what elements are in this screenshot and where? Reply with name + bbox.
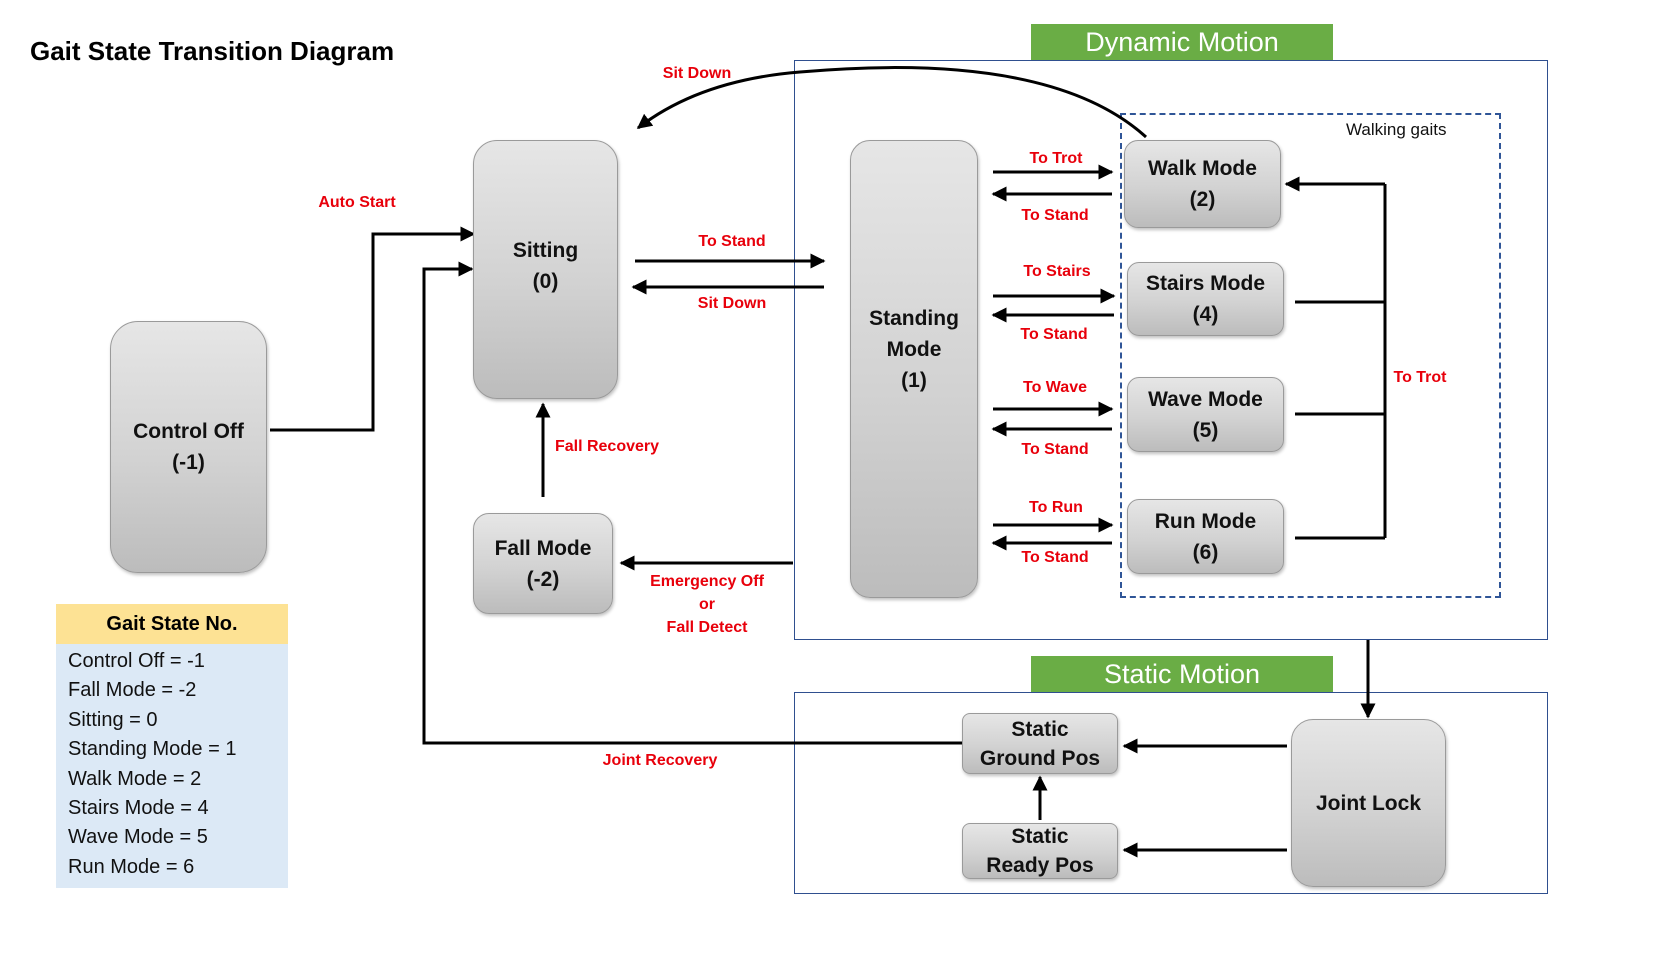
node-stairs-num: (4) xyxy=(1192,303,1219,326)
node-static-ready-name2: Ready Pos xyxy=(986,854,1094,877)
label-sit-down-main: Sit Down xyxy=(697,295,767,312)
label-sit-down-top: Sit Down xyxy=(662,65,732,82)
node-static-ready-name: Static xyxy=(1011,825,1069,848)
diagram-title: Gait State Transition Diagram xyxy=(30,36,395,66)
node-run-name: Run Mode xyxy=(1154,509,1257,533)
label-emergency-off: Emergency Off xyxy=(650,573,764,590)
node-sitting-num: (0) xyxy=(532,270,559,293)
label-to-stand-run: To Stand xyxy=(1021,549,1089,566)
node-static-ready-pos: Static Ready Pos xyxy=(962,823,1118,879)
node-fall-mode-num: (-2) xyxy=(526,567,560,591)
node-standing-num: (1) xyxy=(901,368,927,392)
legend-item: Walk Mode = 2 xyxy=(68,767,202,790)
node-fall-mode: Fall Mode (-2) xyxy=(473,513,613,614)
node-walk-name: Walk Mode xyxy=(1148,157,1257,180)
label-to-stand-wave: To Stand xyxy=(1021,441,1089,458)
node-fall-mode-name: Fall Mode xyxy=(494,536,592,560)
legend-item: Control Off = -1 xyxy=(68,650,205,672)
node-wave-num: (5) xyxy=(1192,418,1219,442)
node-wave-mode: Wave Mode (5) xyxy=(1127,377,1284,452)
label-or: or xyxy=(699,596,715,613)
legend-item: Wave Mode = 5 xyxy=(68,826,208,849)
legend-item: Standing Mode = 1 xyxy=(68,738,237,761)
dynamic-motion-frame xyxy=(794,60,1548,640)
node-control-off-name: Control Off xyxy=(133,420,244,443)
node-walk-mode: Walk Mode (2) xyxy=(1124,140,1281,228)
node-control-off: Control Off (-1) xyxy=(110,321,267,573)
node-stairs-mode: Stairs Mode (4) xyxy=(1127,262,1284,336)
legend-item: Run Mode = 6 xyxy=(68,855,195,878)
node-standing-name: Standing xyxy=(869,306,959,330)
static-motion-banner: Static Motion xyxy=(1031,656,1333,692)
dynamic-motion-banner: Dynamic Motion xyxy=(1031,24,1333,60)
node-sitting: Sitting (0) xyxy=(473,140,618,399)
legend-list: Control Off = -1 Fall Mode = -2 Sitting … xyxy=(56,644,288,888)
arrow-sit-down-curve xyxy=(636,66,1148,139)
node-run-num: (6) xyxy=(1192,540,1219,564)
label-fall-detect: Fall Detect xyxy=(666,619,748,636)
node-static-ground-name: Static xyxy=(1011,717,1069,741)
arrow-joint-recovery xyxy=(422,261,962,745)
node-walk-num: (2) xyxy=(1189,188,1216,211)
label-to-run: To Run xyxy=(1029,499,1083,516)
walking-gaits-label: Walking gaits xyxy=(1346,120,1447,139)
node-standing-mode: Standing Mode (1) xyxy=(850,140,978,598)
label-joint-recovery: Joint Recovery xyxy=(602,752,718,769)
node-sitting-name: Sitting xyxy=(512,239,579,262)
walking-gaits-group xyxy=(1120,113,1501,598)
node-control-off-num: (-1) xyxy=(172,451,205,474)
node-standing-name2: Mode xyxy=(886,337,942,361)
node-run-mode: Run Mode (6) xyxy=(1127,499,1284,574)
label-to-trot-walk: To Trot xyxy=(1029,150,1083,167)
node-static-ground-name2: Ground Pos xyxy=(979,746,1101,770)
label-to-stand-stairs: To Stand xyxy=(1020,326,1088,343)
label-to-stairs: To Stairs xyxy=(1023,263,1091,280)
label-auto-start: Auto Start xyxy=(318,194,396,211)
legend-item: Sitting = 0 xyxy=(68,708,158,731)
label-to-wave: To Wave xyxy=(1022,379,1088,396)
node-joint-lock: Joint Lock xyxy=(1291,719,1446,887)
arrow-auto-start xyxy=(270,226,476,432)
legend-item: Fall Mode = -2 xyxy=(68,679,197,702)
label-to-stand-main: To Stand xyxy=(698,233,766,250)
legend-item: Stairs Mode = 4 xyxy=(68,797,209,820)
node-static-ground-pos: Static Ground Pos xyxy=(962,713,1118,774)
arrow-to-trot-bracket xyxy=(1295,184,1387,540)
static-motion-frame xyxy=(794,692,1548,894)
node-stairs-name: Stairs Mode xyxy=(1145,272,1266,295)
label-fall-recovery: Fall Recovery xyxy=(554,438,660,455)
node-joint-lock-name: Joint Lock xyxy=(1315,791,1421,815)
label-to-stand-walk: To Stand xyxy=(1021,207,1089,224)
label-to-trot-right: To Trot xyxy=(1393,369,1447,386)
node-wave-name: Wave Mode xyxy=(1148,387,1263,411)
legend-header: Gait State No. xyxy=(56,604,288,644)
